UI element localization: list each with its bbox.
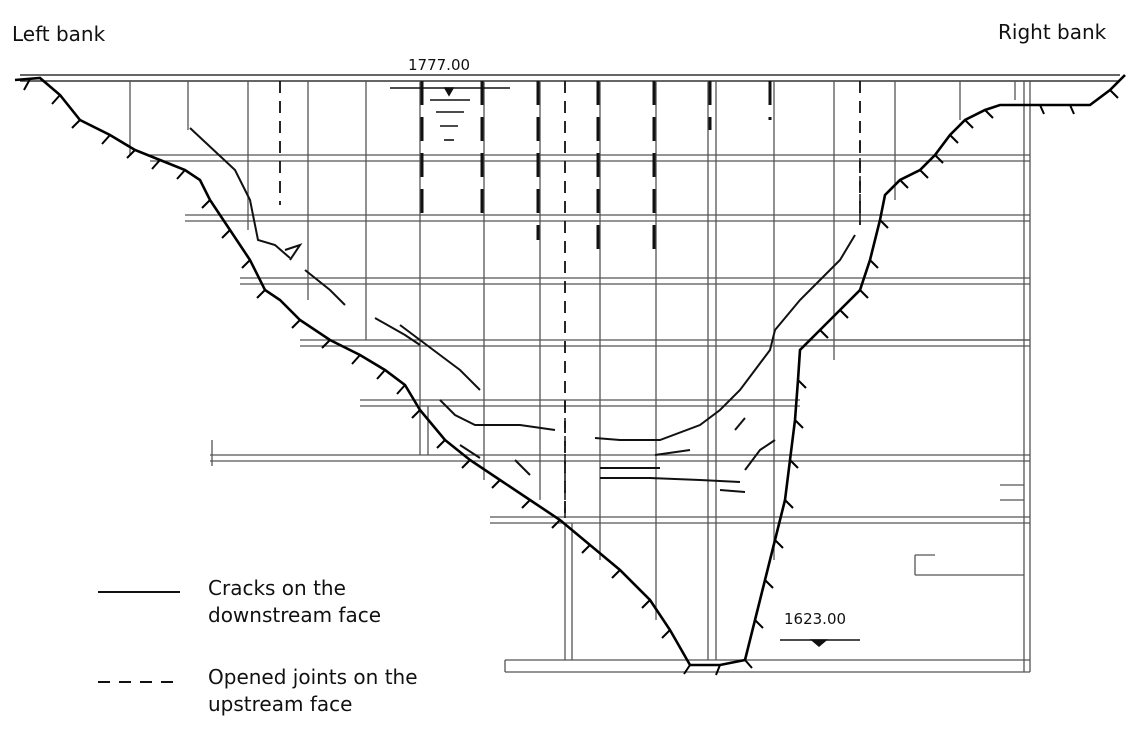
opened-joints-upstream (279, 81, 861, 520)
foundation-outline (14, 74, 1126, 667)
legend-dashed-line2: upstream face (208, 692, 353, 716)
horizontal-joints (150, 154, 1030, 673)
upstream-water-marker (390, 87, 510, 141)
opened-joints-upstream-heavy (420, 81, 772, 250)
legend-dashed-label: Opened joints on the upstream face (208, 664, 418, 718)
legend-swatches (98, 591, 180, 683)
cracks-downstream (189, 127, 856, 493)
right-bank-label: Right bank (998, 20, 1107, 44)
dam-crest (20, 74, 1120, 82)
legend-solid-label: Cracks on the downstream face (208, 575, 381, 629)
legend-dashed-line1: Opened joints on the (208, 665, 418, 689)
downstream-water-marker (780, 639, 860, 648)
left-bank-label: Left bank (12, 22, 106, 46)
opened-joints-lower (564, 140, 861, 520)
upstream-level-label: 1777.00 (408, 56, 471, 74)
downstream-level-label: 1623.00 (784, 610, 847, 628)
legend-solid-line1: Cracks on the (208, 576, 346, 600)
foundation-hatching (23, 78, 1119, 676)
vertical-joints (129, 81, 1031, 672)
legend-solid-line2: downstream face (208, 603, 382, 627)
